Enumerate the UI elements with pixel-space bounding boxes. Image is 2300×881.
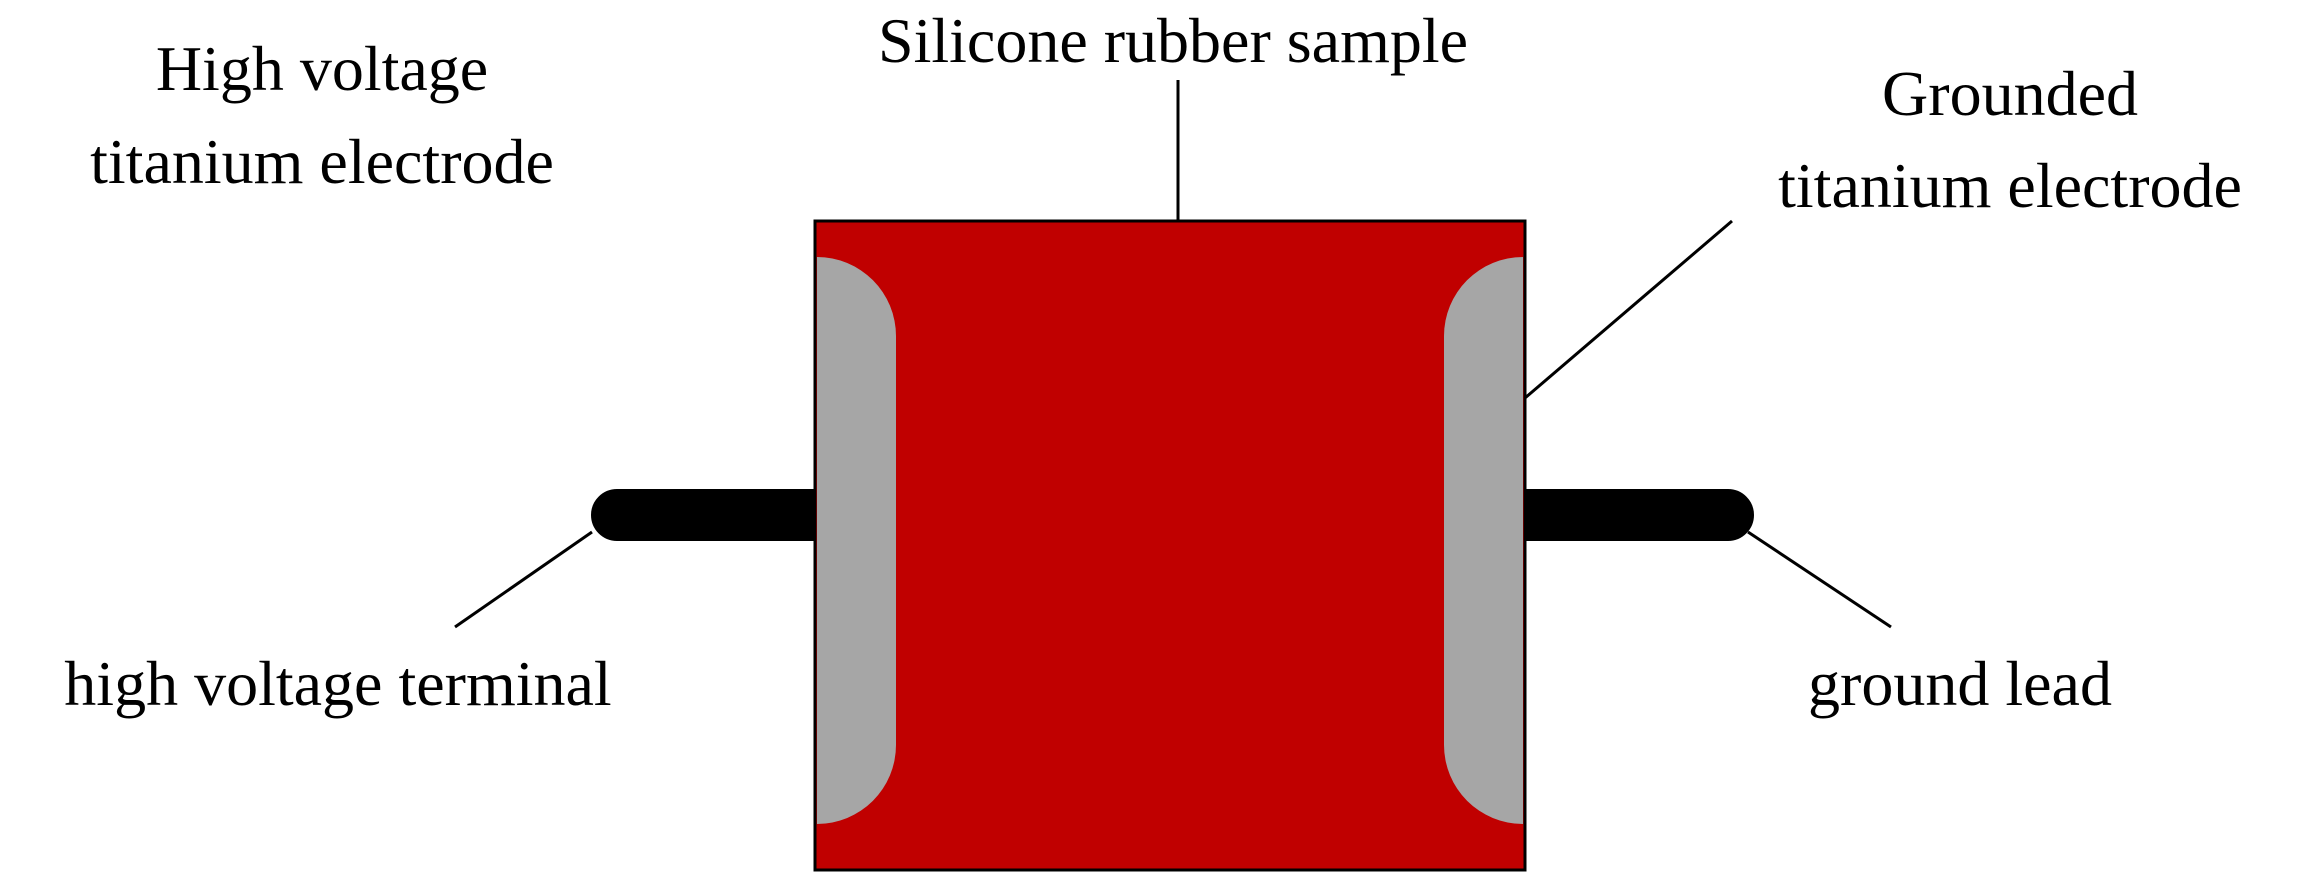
hv-terminal-leader-line <box>454 530 593 629</box>
ground-electrode <box>1444 257 1523 824</box>
hv-electrode-label-line1: High voltage <box>156 33 488 104</box>
ground-electrode-label-line1: Grounded <box>1882 58 2138 129</box>
ground-electrode-label-line2: titanium electrode <box>1778 150 2242 221</box>
sample-label: Silicone rubber sample <box>878 5 1468 76</box>
ground-lead-label: ground lead <box>1808 648 2112 719</box>
hv-electrode <box>817 257 896 824</box>
hv-terminal-label: high voltage terminal <box>64 648 611 719</box>
ground-electrode-leader-line <box>1524 219 1733 400</box>
silicone-rubber-sample <box>813 219 1527 872</box>
hv-terminal-rod <box>591 489 821 541</box>
ground-lead-rod <box>1524 489 1754 541</box>
hv-electrode-label-line2: titanium electrode <box>90 126 554 197</box>
ground-lead-leader-line <box>1747 530 1892 629</box>
